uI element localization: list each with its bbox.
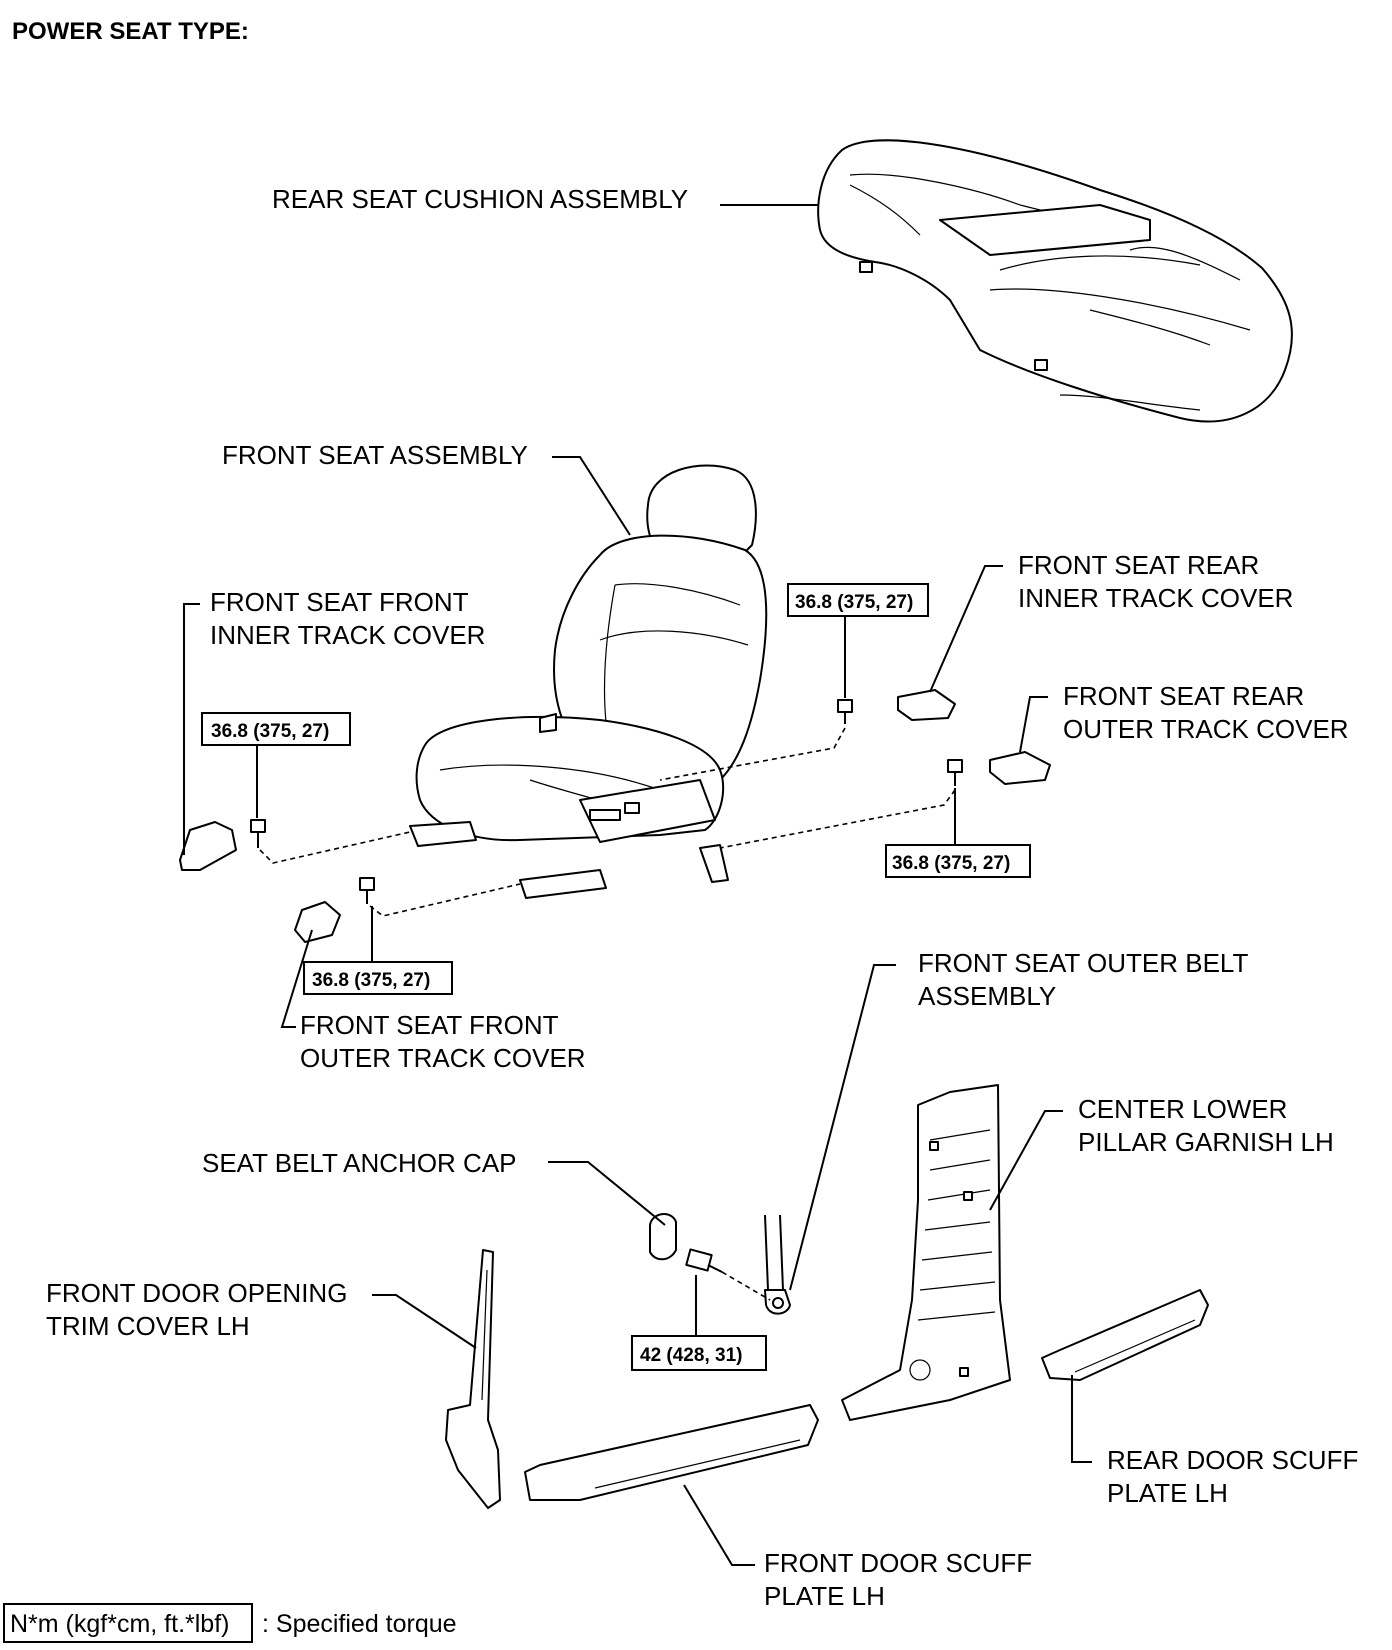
seat-bolt-c	[947, 759, 963, 786]
rear-scuff-illustration	[1041, 1289, 1209, 1381]
label-front-outer-cover-line1: FRONT SEAT FRONT	[300, 1010, 559, 1040]
label-door-trim-line2: TRIM COVER LH	[46, 1311, 250, 1341]
rear-inner-track-cover-part	[897, 689, 956, 721]
label-pillar-garnish-line1: CENTER LOWER	[1078, 1094, 1287, 1124]
torque-seat-bolt-a: 36.8 (375, 27)	[211, 721, 329, 742]
label-rear-outer-cover-line1: FRONT SEAT REAR	[1063, 681, 1304, 711]
seat-bolt-d	[359, 877, 375, 904]
label-front-inner-cover-line1: FRONT SEAT FRONT	[210, 587, 469, 617]
seat-bolt-b	[837, 699, 853, 724]
rear-outer-track-cover-part	[989, 751, 1051, 785]
label-rear-scuff-line1: REAR DOOR SCUFF	[1107, 1445, 1358, 1475]
label-outer-belt-line2: ASSEMBLY	[918, 981, 1056, 1011]
legend-box	[3, 1603, 253, 1643]
anchor-cap-part	[649, 1213, 677, 1261]
seat-bolt-a	[250, 819, 266, 848]
torque-belt-anchor-bolt: 42 (428, 31)	[640, 1345, 742, 1366]
torque-seat-bolt-c: 36.8 (375, 27)	[892, 853, 1010, 874]
label-rear-seat-cushion: REAR SEAT CUSHION ASSEMBLY	[272, 184, 688, 214]
label-anchor-cap: SEAT BELT ANCHOR CAP	[202, 1148, 517, 1178]
front-seat-illustration	[409, 464, 768, 899]
torque-seat-bolt-b: 36.8 (375, 27)	[795, 592, 913, 613]
rear-seat-cushion-illustration	[817, 139, 1293, 423]
legend-description: : Specified torque	[262, 1610, 457, 1638]
label-rear-scuff-line2: PLATE LH	[1107, 1478, 1228, 1508]
outer-belt-illustration	[764, 1214, 791, 1315]
label-door-trim-line1: FRONT DOOR OPENING	[46, 1278, 347, 1308]
torque-seat-bolt-d: 36.8 (375, 27)	[312, 970, 430, 991]
front-inner-track-cover-part	[179, 821, 237, 871]
label-front-outer-cover-line2: OUTER TRACK COVER	[300, 1043, 586, 1073]
front-scuff-illustration	[524, 1404, 819, 1501]
diagram-title: POWER SEAT TYPE:	[12, 18, 249, 45]
label-front-scuff-line1: FRONT DOOR SCUFF	[764, 1548, 1032, 1578]
label-rear-inner-cover-line2: INNER TRACK COVER	[1018, 583, 1293, 613]
door-trim-illustration	[445, 1249, 501, 1509]
label-front-scuff-line2: PLATE LH	[764, 1581, 885, 1611]
pillar-garnish-illustration	[841, 1084, 1011, 1421]
legend-unit: N*m (kgf*cm, ft.*lbf)	[10, 1610, 229, 1638]
label-front-seat-assembly: FRONT SEAT ASSEMBLY	[222, 440, 528, 470]
label-front-inner-cover-line2: INNER TRACK COVER	[210, 620, 485, 650]
belt-anchor-bolt	[685, 1248, 723, 1273]
label-rear-outer-cover-line2: OUTER TRACK COVER	[1063, 714, 1349, 744]
label-outer-belt-line1: FRONT SEAT OUTER BELT	[918, 948, 1248, 978]
front-outer-track-cover-part	[294, 901, 341, 943]
label-rear-inner-cover-line1: FRONT SEAT REAR	[1018, 550, 1259, 580]
label-pillar-garnish-line2: PILLAR GARNISH LH	[1078, 1127, 1334, 1157]
